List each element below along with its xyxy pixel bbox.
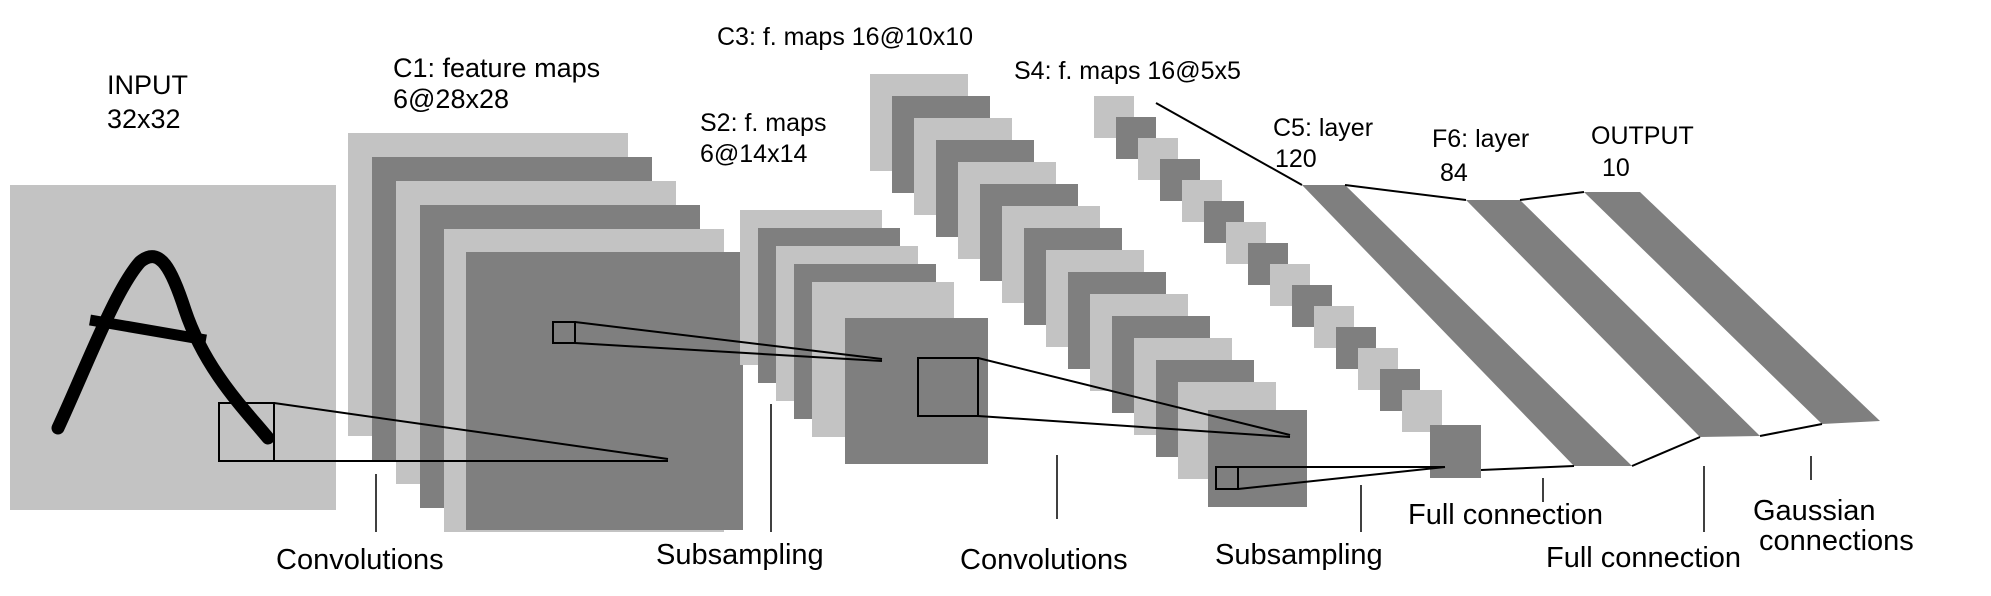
operation-ticks (375, 404, 1812, 532)
c1-size: 6@28x28 (393, 84, 509, 114)
op-full-connection-2: Full connection (1546, 542, 1742, 574)
output-layer-bar (1584, 192, 1880, 424)
s2-receptive-field (917, 357, 979, 417)
f6-title: F6: layer (1432, 125, 1530, 153)
c3-receptive-field (1215, 466, 1239, 490)
connection-lines (273, 102, 1823, 490)
op-convolutions-1: Convolutions (276, 544, 444, 576)
op-full-connection-1: Full connection (1408, 499, 1604, 531)
op-convolutions-2: Convolutions (960, 544, 1128, 576)
op-gaussian-line1: Gaussian (1753, 495, 1876, 527)
op-subsampling-1: Subsampling (656, 539, 824, 571)
s4-feature-maps (1094, 96, 1481, 478)
c1-feature-maps (348, 133, 743, 532)
input-receptive-field (218, 402, 275, 462)
output-size: 10 (1602, 154, 1630, 182)
s2-feature-maps (740, 210, 988, 464)
c3-map (1208, 410, 1307, 507)
input-title: INPUT (107, 70, 188, 100)
op-gaussian-line2: connections (1759, 525, 1914, 557)
c1-title: C1: feature maps (393, 53, 601, 83)
c3-title: C3: f. maps 16@10x10 (717, 23, 974, 51)
fully-connected-layers (1302, 185, 1880, 466)
c5-size: 120 (1275, 145, 1317, 173)
f6-size: 84 (1440, 159, 1468, 187)
c1-receptive-field (552, 321, 576, 344)
input-size: 32x32 (107, 104, 181, 134)
s2-size: 6@14x14 (700, 140, 808, 168)
op-subsampling-2: Subsampling (1215, 539, 1383, 571)
s2-map (845, 318, 988, 464)
c5-layer-bar (1302, 185, 1632, 466)
s4-title: S4: f. maps 16@5x5 (1014, 57, 1241, 85)
output-title: OUTPUT (1591, 122, 1694, 150)
input-layer (10, 185, 336, 510)
c5-title: C5: layer (1273, 114, 1374, 142)
c3-feature-maps (870, 74, 1307, 507)
f6-layer-bar (1466, 200, 1760, 437)
s2-title: S2: f. maps (700, 109, 827, 137)
s4-map (1430, 425, 1481, 478)
A-icon (51, 250, 275, 445)
input-image (10, 185, 336, 510)
c1-map (466, 252, 743, 530)
